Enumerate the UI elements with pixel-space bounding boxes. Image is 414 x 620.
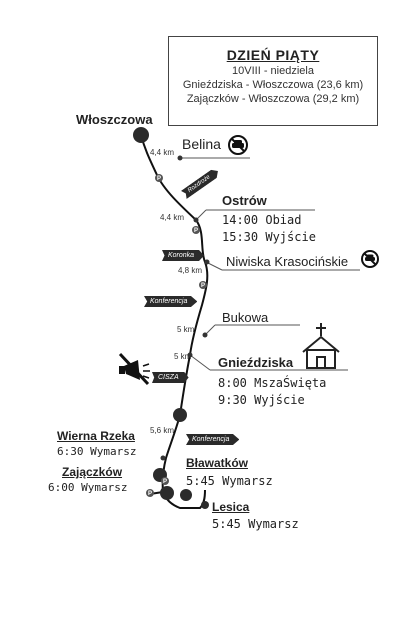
route-summary-2: Zajączków - Włoszczowa (29,2 km): [186, 93, 360, 105]
distance-label: 4,4 km: [150, 148, 175, 157]
gniezdziska-time-2: 9:30 Wyjście: [218, 393, 305, 407]
svg-text:P: P: [157, 176, 161, 182]
blawatkow-time: 5:45 Wymarsz: [186, 474, 273, 488]
node-blawatkow: [180, 489, 192, 501]
route-summary-1: Gnieździska - Włoszczowa (23,6 km): [182, 79, 364, 91]
node-wloszczowa: [133, 127, 149, 143]
ostrow-time-2: 15:30 Wyjście: [222, 230, 316, 244]
label-belina: Belina: [182, 136, 221, 152]
label-gniezdziska: Gnieździska: [218, 355, 294, 370]
distance-label: 5 km: [174, 352, 192, 361]
parking-icon: P: [192, 226, 200, 234]
label-bukowa: Bukowa: [222, 310, 269, 325]
gniezdziska-time-1: 8:00 MszaŚwięta: [218, 376, 327, 390]
ostrow-time-1: 14:00 Obiad: [222, 213, 302, 227]
day-date: 10VIII - niedziela: [232, 65, 314, 77]
label-lesica: Lesica: [212, 500, 250, 514]
day-info-box: DZIEŃ PIĄTY 10VIII - niedziela Gnieździs…: [168, 36, 378, 126]
parking-icon: P: [199, 281, 207, 289]
svg-text:P: P: [201, 283, 205, 289]
label-zajaczkow: Zajączków: [62, 465, 123, 479]
no-car-icon: [228, 135, 248, 155]
node-lesica: [201, 501, 209, 509]
svg-text:P: P: [194, 228, 198, 234]
parking-icon: P: [146, 489, 154, 497]
label-wierna-rzeka: Wierna Rzeka: [57, 429, 135, 443]
zajaczkow-time: 6:00 Wymarsz: [48, 481, 128, 494]
lesica-time: 5:45 Wymarsz: [212, 517, 299, 531]
church-icon: [302, 323, 340, 369]
distance-label: 4,8 km: [178, 266, 203, 275]
tag-konferencja-1: Konferencja: [144, 296, 198, 307]
parking-icon: P: [155, 174, 163, 182]
day-title: DZIEŃ PIĄTY: [226, 47, 320, 63]
no-car-icon: [361, 250, 379, 268]
distance-label: 5 km: [177, 325, 195, 334]
wierna-rzeka-time: 6:30 Wymarsz: [57, 445, 137, 458]
label-blawatkow: Bławatków: [186, 456, 249, 470]
svg-text:P: P: [163, 479, 167, 485]
parking-icon: P: [161, 477, 169, 485]
svg-text:P: P: [148, 491, 152, 497]
label-ostrow: Ostrów: [222, 193, 267, 208]
tag-koronka: Koronka: [162, 250, 205, 261]
distance-label: 5,6 km: [150, 426, 175, 435]
no-megaphone-icon: [118, 352, 150, 386]
distance-label: 4,4 km: [160, 213, 185, 222]
node-zajaczkow: [160, 486, 174, 500]
label-niwiska: Niwiska Krasocińskie: [226, 254, 349, 269]
node-gniezdziska: [173, 408, 187, 422]
tag-cisza: CISZA: [152, 372, 189, 383]
label-wloszczowa: Włoszczowa: [76, 112, 153, 127]
tag-konferencja-2: Konferencja: [186, 434, 240, 445]
